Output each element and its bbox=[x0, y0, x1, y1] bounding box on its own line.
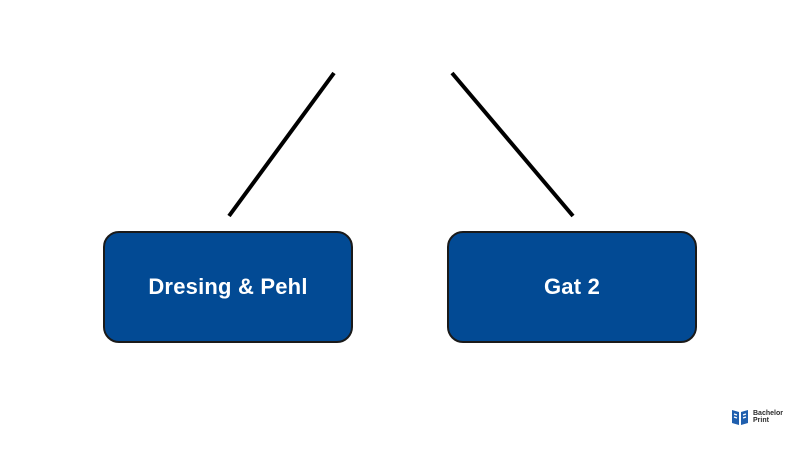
node-dresing-pehl: Dresing & Pehl bbox=[103, 231, 353, 343]
logo-line-2: Print bbox=[753, 417, 769, 424]
connector-left bbox=[227, 71, 336, 218]
logo-line-1: Bachelor bbox=[753, 410, 783, 417]
book-icon bbox=[732, 410, 748, 425]
node-gat-2: Gat 2 bbox=[447, 231, 697, 343]
logo-text: Bachelor Print bbox=[753, 410, 783, 424]
brand-logo: Bachelor Print bbox=[730, 406, 786, 428]
node-label: Gat 2 bbox=[543, 274, 601, 299]
connector-right bbox=[450, 71, 575, 218]
node-label: Dresing & Pehl bbox=[148, 274, 308, 299]
